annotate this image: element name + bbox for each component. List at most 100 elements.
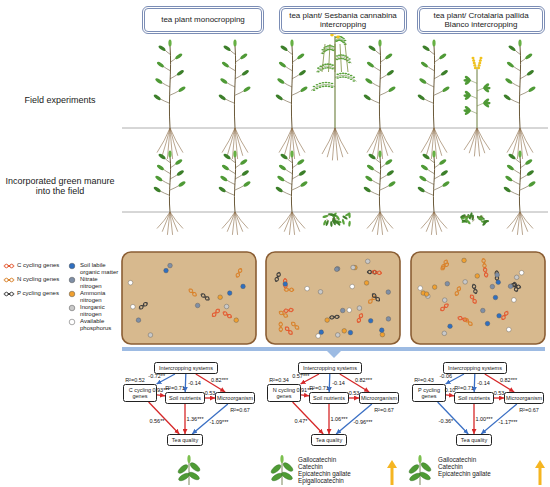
tea-leaf <box>505 175 514 182</box>
sem-variable-box: Tea quality <box>311 434 347 446</box>
plant-root <box>512 212 520 232</box>
tea-leaf <box>363 186 372 193</box>
manure-leaf <box>465 215 469 221</box>
tea-leaf <box>525 158 534 165</box>
dna-rung <box>473 300 475 301</box>
dna-rung <box>280 311 281 313</box>
plant-branch <box>509 98 520 103</box>
dna-strand <box>372 270 382 275</box>
tea-leaf <box>388 180 397 187</box>
plant-stem <box>334 36 335 128</box>
plant-branch <box>470 111 477 114</box>
dna-rung <box>447 304 448 306</box>
ground-line <box>122 128 548 129</box>
plant-branch <box>170 174 178 179</box>
manure-leaf <box>461 219 467 223</box>
r-squared: R²=0.52 <box>125 377 145 383</box>
dna-rung <box>445 306 446 308</box>
dna-rung <box>445 261 447 262</box>
dna-rung <box>278 273 280 275</box>
dna-rung <box>512 284 514 286</box>
leaflet <box>352 77 355 79</box>
leaflet <box>338 54 341 56</box>
dna-rung <box>505 314 507 315</box>
plant-branch <box>423 191 434 196</box>
pinnate-rachis <box>335 75 357 81</box>
path-coefficient: -0.14 <box>332 380 345 386</box>
trifoliate-leaf <box>464 109 471 112</box>
dna-rung <box>482 259 484 260</box>
r-squared: R²=0.67 <box>519 407 539 413</box>
node-text: C cycling genes <box>126 387 155 400</box>
legend-row: P cycling genes <box>3 290 65 298</box>
manure-leaf <box>476 215 482 221</box>
plant-branch <box>235 57 242 62</box>
leaflet <box>336 77 339 79</box>
nutrient-particle <box>353 265 358 270</box>
tea-leaf <box>442 86 451 93</box>
dna-icon <box>512 282 518 293</box>
dna-rung <box>515 287 517 289</box>
dna-strand <box>138 301 148 310</box>
plant-branch <box>470 80 477 83</box>
nutrient-particle <box>368 318 373 323</box>
nutrient-particle <box>507 327 512 332</box>
dna-rung <box>276 277 278 279</box>
dna-rung <box>458 287 460 289</box>
plant-root <box>517 128 520 159</box>
tea-bud <box>187 455 190 463</box>
tea-leaf <box>156 61 165 68</box>
tea-leaf <box>300 86 309 93</box>
leaflet <box>323 47 326 49</box>
tea-leaf <box>158 153 167 160</box>
tea-leaf <box>525 53 534 60</box>
plant-root <box>426 128 434 156</box>
dna-strand <box>495 271 499 281</box>
dna-strand <box>235 268 243 278</box>
legend-swatch-area <box>66 318 78 326</box>
trifoliate-leaf <box>483 83 490 90</box>
plant-root <box>235 128 243 156</box>
dna-rung <box>359 316 361 318</box>
legend-swatch-area <box>66 290 78 298</box>
manure-leaf <box>460 215 466 221</box>
leaflet <box>338 39 341 41</box>
nutrient-particle <box>495 273 500 278</box>
pinnate-rachis <box>311 84 335 90</box>
node-text: P cycling genes <box>415 387 444 400</box>
dna-strand <box>290 321 300 330</box>
plant-root <box>434 128 437 159</box>
leaflet <box>313 89 316 91</box>
tea-leaf <box>297 53 306 60</box>
dna-strand <box>290 321 300 330</box>
dna-strand <box>367 295 376 305</box>
dna-strand <box>371 293 380 302</box>
legend-swatch-area <box>66 276 78 284</box>
node-text: tea plant/ Crotalaria pallida Blanco int… <box>424 11 538 30</box>
tea-leaf <box>178 472 191 483</box>
dna-strand <box>441 259 449 269</box>
tea-leaf <box>419 175 428 182</box>
plant-root <box>292 212 305 229</box>
plant-branch <box>380 185 390 190</box>
nutrient-particle <box>168 263 173 268</box>
dna-strand <box>283 308 293 313</box>
leaflet <box>335 37 338 39</box>
plant-root <box>477 128 480 156</box>
dna-rung <box>373 271 374 273</box>
dna-icon <box>356 313 363 324</box>
dna-rung <box>443 265 445 266</box>
path-coefficient: 0.56** <box>149 418 164 424</box>
tea-bud <box>290 40 293 47</box>
plant-root <box>380 212 388 232</box>
nutrient-particle <box>218 295 223 300</box>
node-text: Tea quality <box>461 437 487 443</box>
dna-rung <box>373 294 375 296</box>
plant-root <box>380 212 393 229</box>
dna-rung <box>284 279 286 280</box>
nutrient-particle <box>335 333 340 338</box>
plant-branch <box>286 158 292 163</box>
flower <box>473 62 476 64</box>
tea-bud <box>518 40 521 47</box>
tea-leaf <box>386 69 395 76</box>
